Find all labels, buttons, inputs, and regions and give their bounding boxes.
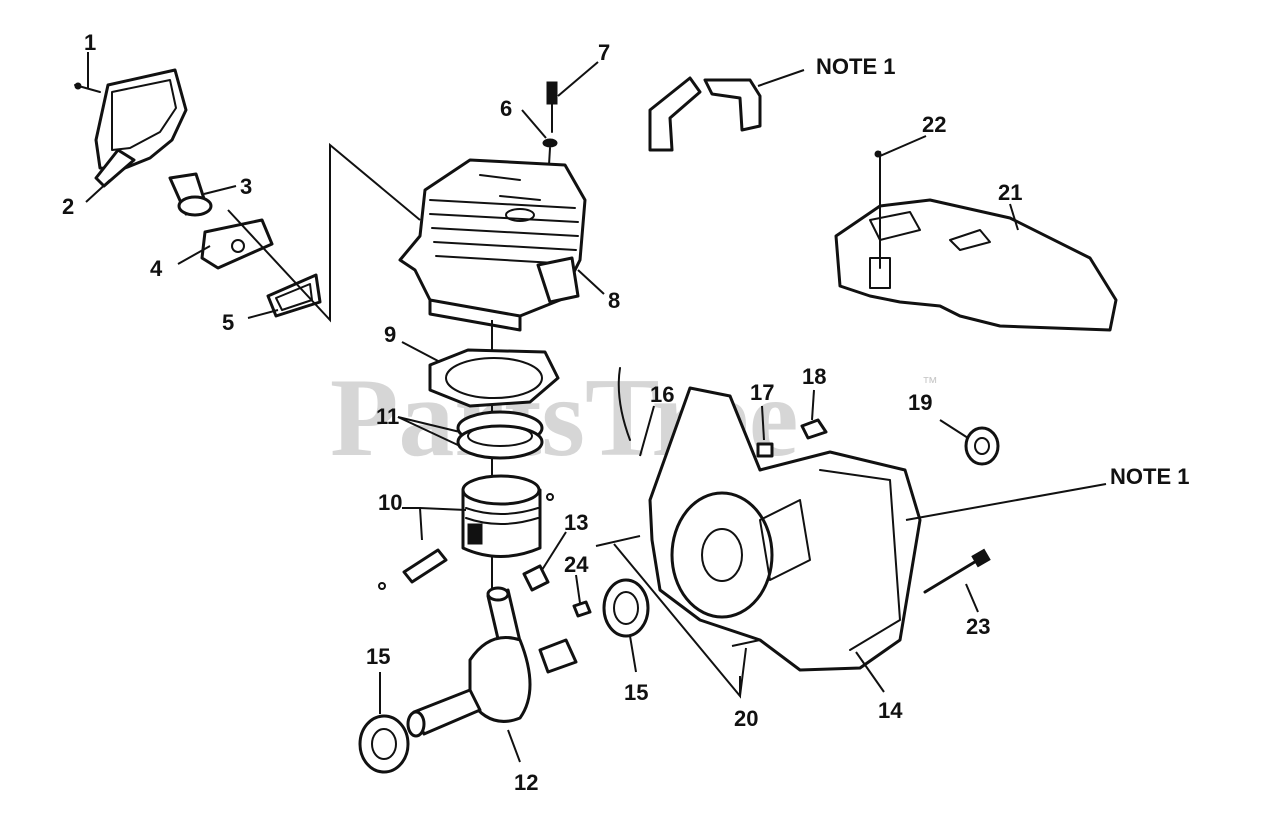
callout-11: 11 xyxy=(376,404,399,429)
piston xyxy=(461,474,542,558)
callout-2: 2 xyxy=(62,194,74,219)
callout-20: 20 xyxy=(734,706,758,731)
part-18 xyxy=(800,418,828,440)
crankshaft xyxy=(406,586,578,738)
piston-rings xyxy=(456,410,544,460)
callout-21: 21 xyxy=(998,180,1022,205)
callout-14: 14 xyxy=(878,698,903,723)
piston-pin xyxy=(402,548,448,584)
callout-8: 8 xyxy=(608,288,620,313)
callout-13: 13 xyxy=(564,510,588,535)
callout-23: 23 xyxy=(966,614,990,639)
callout-16: 16 xyxy=(650,382,674,407)
woodruff-key xyxy=(572,600,592,618)
callout-18: 18 xyxy=(802,364,826,389)
bracket xyxy=(648,76,762,152)
callout-5: 5 xyxy=(222,310,234,335)
crankcase xyxy=(617,367,922,672)
callout-3: 3 xyxy=(240,174,252,199)
part-17 xyxy=(756,442,774,458)
callout-24: 24 xyxy=(564,552,589,577)
callout-17: 17 xyxy=(750,380,774,405)
main-bearing-left xyxy=(358,714,410,774)
note-1-top: NOTE 1 xyxy=(816,54,895,79)
callout-22: 22 xyxy=(922,112,946,137)
cylinder-cover xyxy=(834,150,1118,332)
callout-4: 4 xyxy=(150,256,163,281)
callout-1: 1 xyxy=(84,30,96,55)
cylinder xyxy=(398,158,587,332)
note-1-right: NOTE 1 xyxy=(1110,464,1189,489)
muffler-group xyxy=(74,68,188,188)
callout-9: 9 xyxy=(384,322,396,347)
callout-12: 12 xyxy=(514,770,538,795)
callout-10: 10 xyxy=(378,490,402,515)
callout-15-right: 15 xyxy=(624,680,648,705)
callout-19: 19 xyxy=(908,390,932,415)
callout-7: 7 xyxy=(598,40,610,65)
bolt-23 xyxy=(923,548,991,594)
callout-15-left: 15 xyxy=(366,644,390,669)
main-bearing-right xyxy=(602,578,650,638)
watermark-trademark: ™ xyxy=(922,375,938,392)
needle-bearing xyxy=(522,564,550,592)
seal-19 xyxy=(964,426,1000,466)
callout-6: 6 xyxy=(500,96,512,121)
